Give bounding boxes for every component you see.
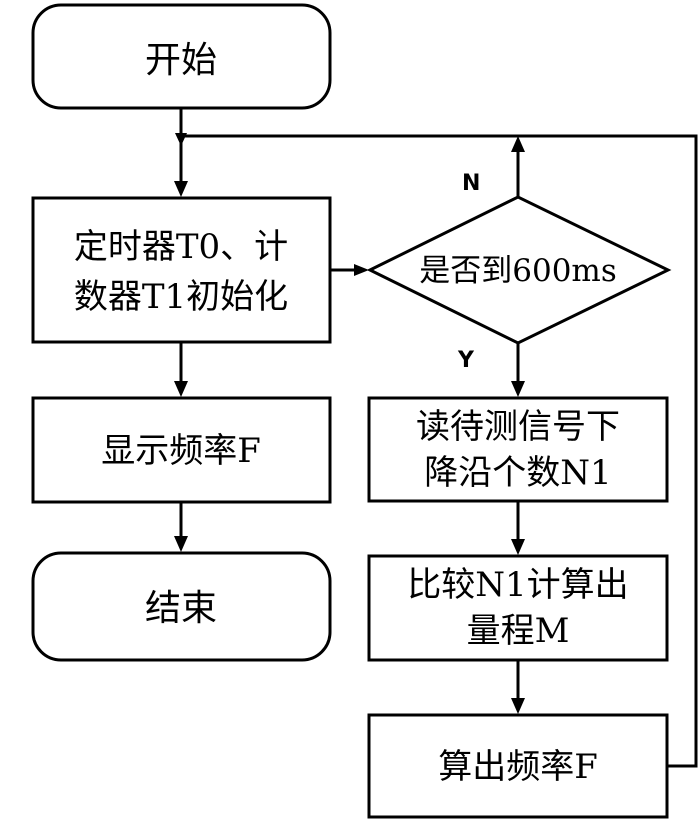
node-check: 是否到600ms: [366, 195, 672, 345]
edge-calc-loop: [181, 134, 698, 768]
node-compare: 比较N1计算出 量程M: [367, 554, 669, 662]
node-end: 结束: [31, 551, 332, 662]
node-read: 读待测信号下 降沿个数N1: [367, 396, 669, 503]
node-init-label-line2: 数器T1初始化: [74, 277, 288, 317]
node-calc: 算出频率F: [367, 713, 669, 819]
node-check-label: 是否到600ms: [419, 253, 616, 289]
node-show: 显示频率F: [31, 396, 332, 504]
edge-check-no: N: [462, 136, 525, 197]
node-read-label-line1: 读待测信号下: [416, 407, 620, 447]
node-start: 开始: [31, 3, 332, 110]
edge-label-no: N: [462, 171, 480, 196]
node-read-label-line2: 降沿个数N1: [424, 453, 611, 493]
edge-label-yes: Y: [457, 348, 475, 373]
edge-init-check: [330, 264, 369, 276]
edge-read-compare: [511, 501, 525, 555]
node-calc-label: 算出频率F: [438, 747, 598, 787]
edge-init-show: [174, 342, 188, 397]
edge-check-yes: Y: [457, 343, 525, 397]
node-start-label: 开始: [145, 40, 217, 81]
node-init: 定时器T0、计 数器T1初始化: [31, 196, 332, 344]
node-compare-label-line2: 量程M: [467, 611, 570, 651]
node-show-label: 显示频率F: [101, 431, 261, 471]
node-init-label-line1: 定时器T0、计: [74, 227, 288, 267]
edge-compare-calc: [511, 660, 525, 714]
edge-show-end: [174, 502, 188, 552]
node-compare-label-line1: 比较N1计算出: [407, 565, 628, 605]
edge-start-init: [174, 108, 188, 197]
node-end-label: 结束: [145, 588, 217, 629]
